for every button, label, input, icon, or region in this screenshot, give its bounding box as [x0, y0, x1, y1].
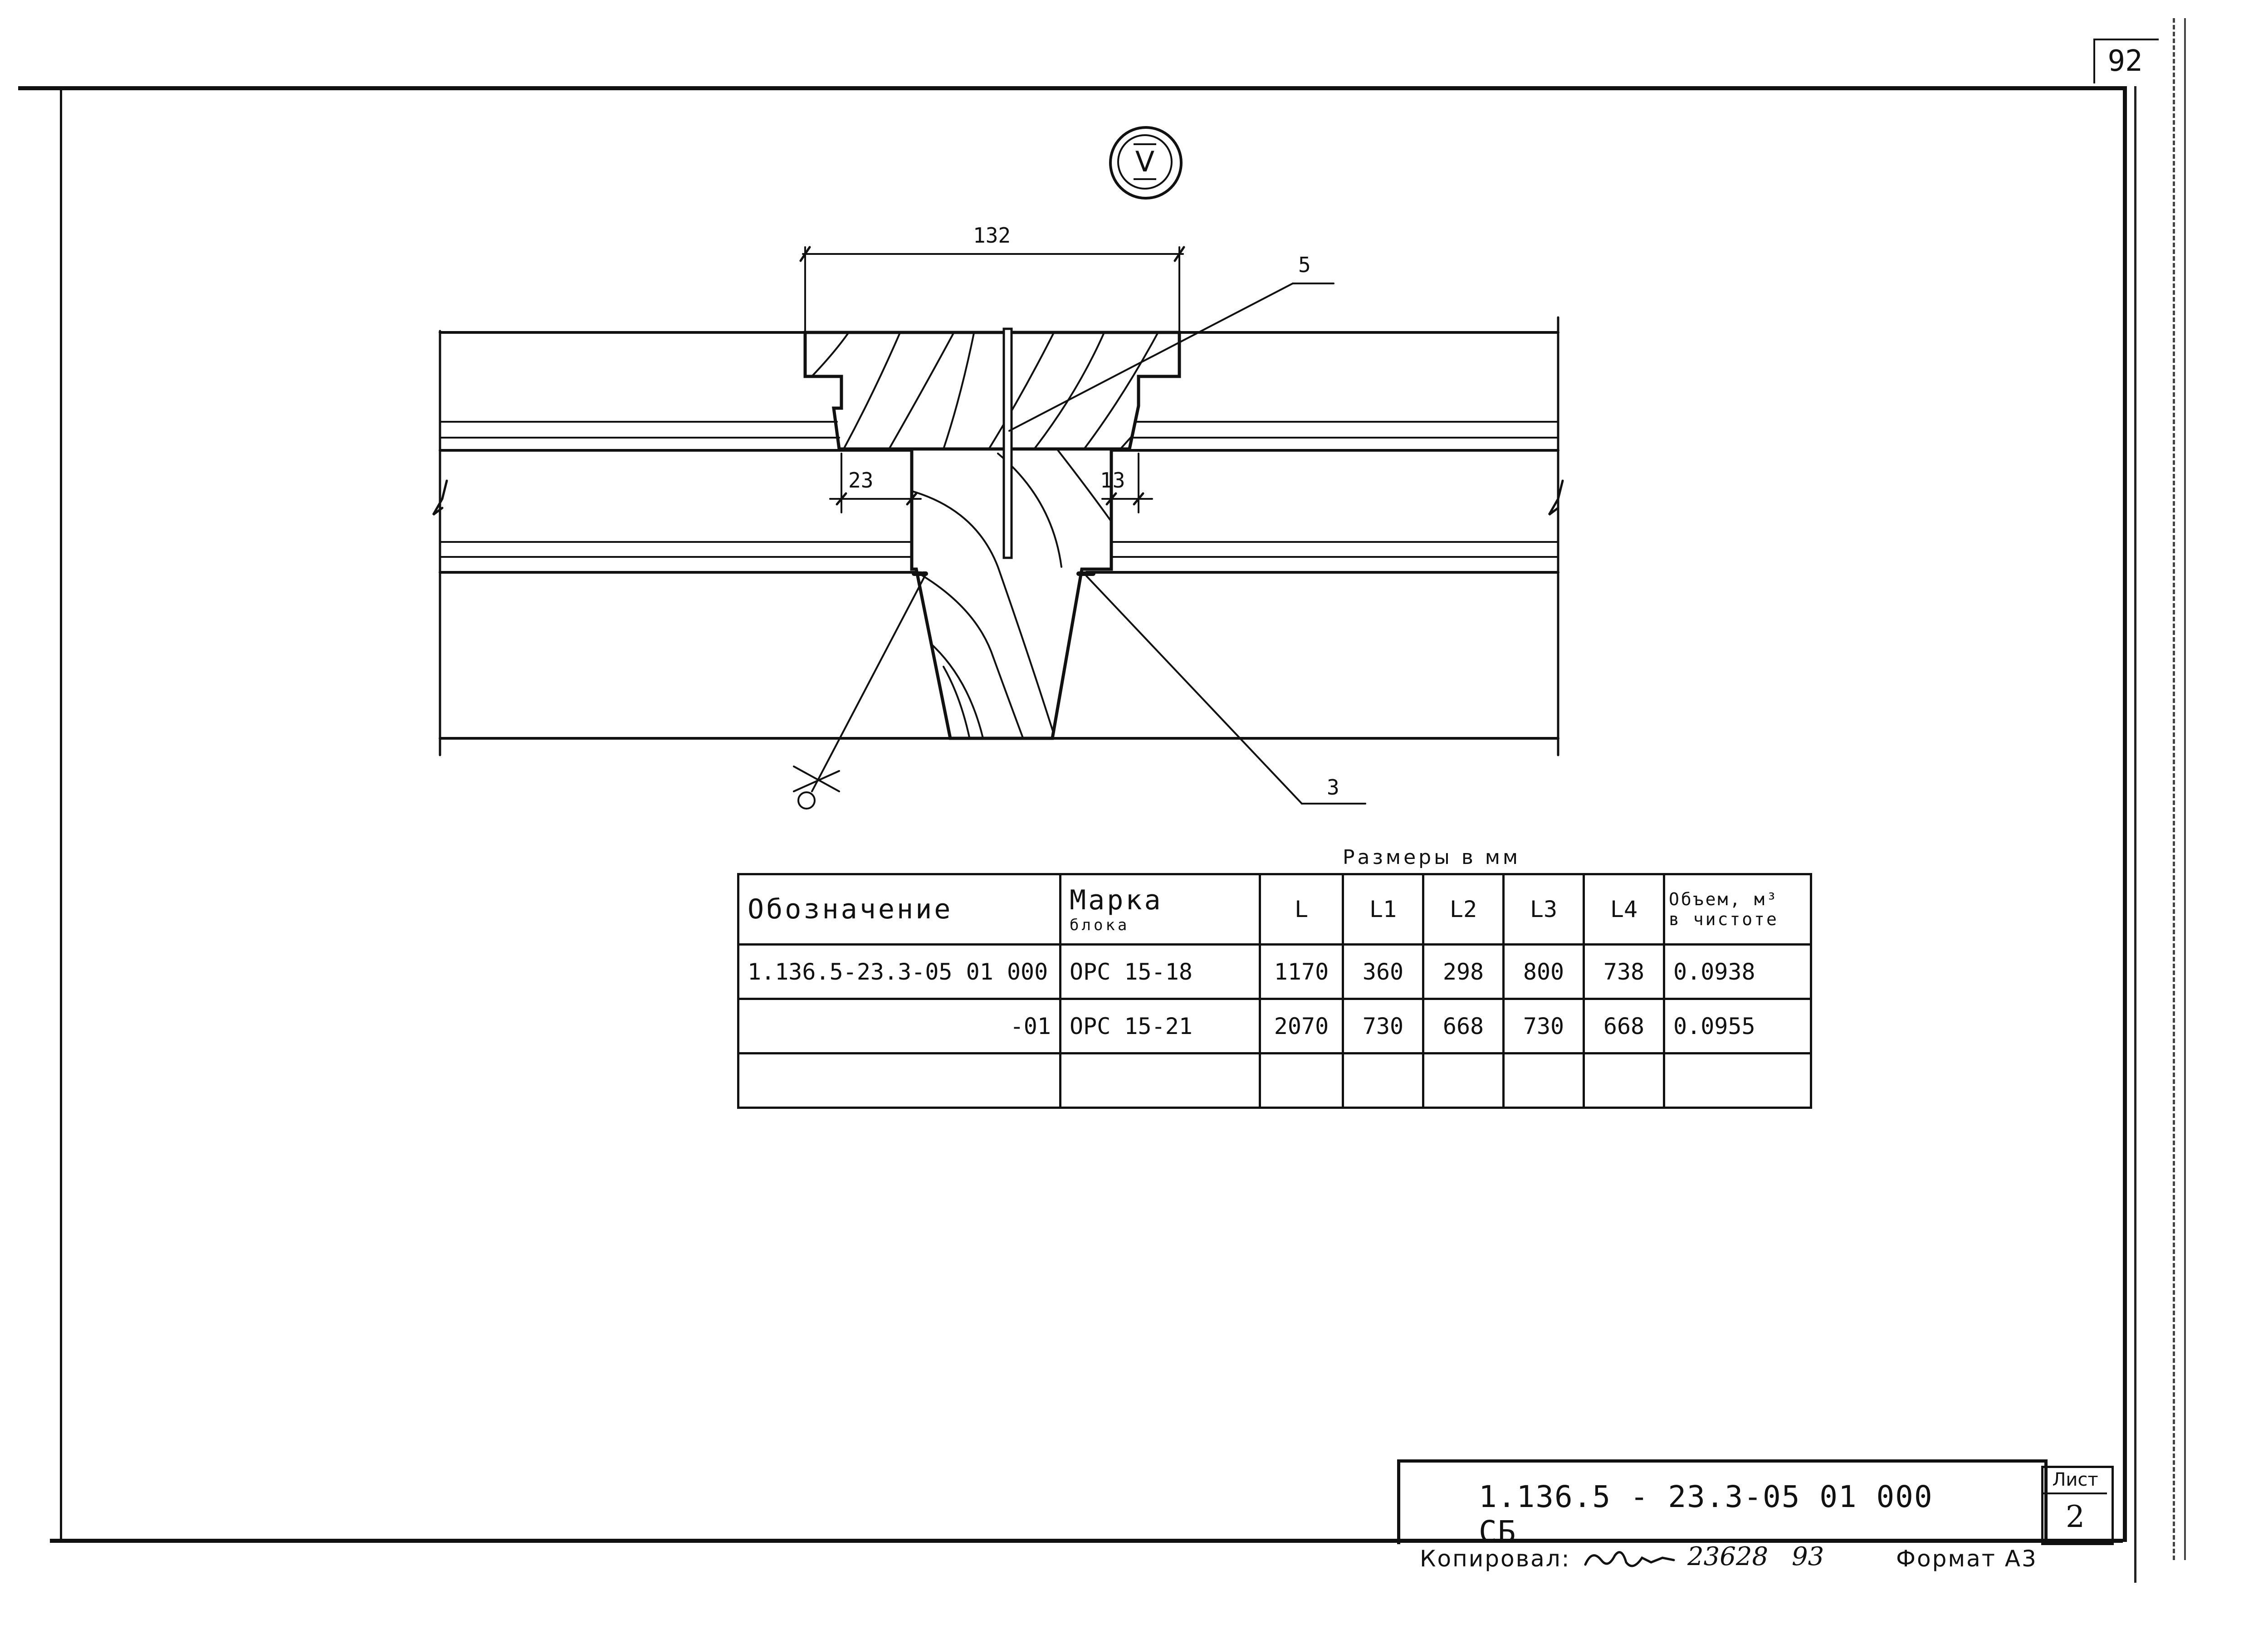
cell-L	[1259, 1052, 1344, 1109]
cell-L1: 360	[1342, 943, 1424, 1000]
cell-L3: 800	[1502, 943, 1585, 1000]
header-L2: L2	[1422, 873, 1505, 946]
glue-symbol-circle	[797, 791, 816, 810]
dowel	[1002, 327, 1013, 559]
copied-number: 23628	[1687, 1542, 1769, 1571]
cell-mark: ОРС 15-18	[1059, 943, 1261, 1000]
cell-volume: 0.0938	[1663, 943, 1812, 1000]
callout-3-label: 3	[1327, 775, 1339, 800]
cell-L4: 668	[1583, 998, 1665, 1054]
title-block	[1397, 1459, 2048, 1544]
callout-3-leader	[1085, 575, 1303, 805]
cell-L: 1170	[1259, 943, 1344, 1000]
header-L1: L1	[1342, 873, 1424, 946]
frame-right-edge-line	[2184, 18, 2186, 1560]
cell-L4: 738	[1583, 943, 1665, 1000]
dim-23-label: 23	[848, 468, 873, 493]
copied-year: 93	[1792, 1542, 1824, 1571]
callout-5-label: 5	[1298, 253, 1311, 277]
header-L4: L4	[1583, 873, 1665, 946]
glue-symbol-leader	[811, 574, 926, 792]
frame-right-margin-line	[2134, 86, 2136, 1583]
copier-signature	[1584, 1551, 1675, 1567]
cell-L2: 668	[1422, 998, 1505, 1054]
cell-L1	[1342, 1052, 1424, 1109]
dim-132-label: 132	[973, 223, 1011, 248]
cell-L1: 730	[1342, 998, 1424, 1054]
sheet-label: Лист	[2043, 1468, 2107, 1494]
break-mark-left	[432, 479, 448, 516]
cell-L3	[1502, 1052, 1585, 1109]
copied-label: Копировал:	[1420, 1546, 1571, 1572]
header-L: L	[1259, 873, 1344, 946]
cell-mark: ОРС 15-21	[1059, 998, 1261, 1054]
cell-mark	[1059, 1052, 1261, 1109]
header-designation: Обозначение	[737, 873, 1061, 946]
view-marker-outer-circle	[1109, 126, 1183, 200]
frame-right-border	[2123, 86, 2127, 1542]
cell-designation: 1.136.5-23.3-05 01 000	[737, 943, 1061, 1000]
frame-top-border	[18, 86, 2123, 90]
cell-L4	[1583, 1052, 1665, 1109]
cell-L: 2070	[1259, 998, 1344, 1054]
page-number-box	[2093, 39, 2159, 83]
table-caption: Размеры в мм	[1343, 846, 1521, 869]
cell-L3: 730	[1502, 998, 1585, 1054]
cell-designation	[737, 1052, 1061, 1109]
frame-bottom-border	[50, 1539, 2123, 1543]
page-number: 92	[2107, 44, 2143, 78]
sheet-box	[2041, 1466, 2114, 1545]
table-row: -01 ОРС 15-21 2070 730 668 730 668 0.095…	[737, 998, 1812, 1054]
stem-block-outline	[910, 447, 1113, 740]
cell-volume	[1663, 1052, 1812, 1109]
view-marker-label: V	[1133, 143, 1157, 180]
document-code: 1.136.5 - 23.3-05 01 000 СБ	[1479, 1479, 1933, 1549]
cell-volume: 0.0955	[1663, 998, 1812, 1054]
break-mark-right	[1548, 479, 1564, 516]
view-marker: V	[1117, 134, 1173, 190]
header-L3: L3	[1502, 873, 1585, 946]
table-row	[737, 1052, 1812, 1109]
callout-5-leader	[1008, 283, 1294, 432]
frame-left-border	[60, 86, 62, 1542]
cell-L2: 298	[1422, 943, 1505, 1000]
sheet-number: 2	[2066, 1499, 2085, 1534]
cell-L2	[1422, 1052, 1505, 1109]
table-row: 1.136.5-23.3-05 01 000 ОРС 15-18 1170 36…	[737, 943, 1812, 1000]
format-label: Формат А3	[1896, 1546, 2038, 1572]
frame-right-dashed-line	[2173, 18, 2175, 1560]
dim-13-label: 13	[1100, 468, 1125, 493]
cell-designation: -01	[737, 998, 1061, 1054]
